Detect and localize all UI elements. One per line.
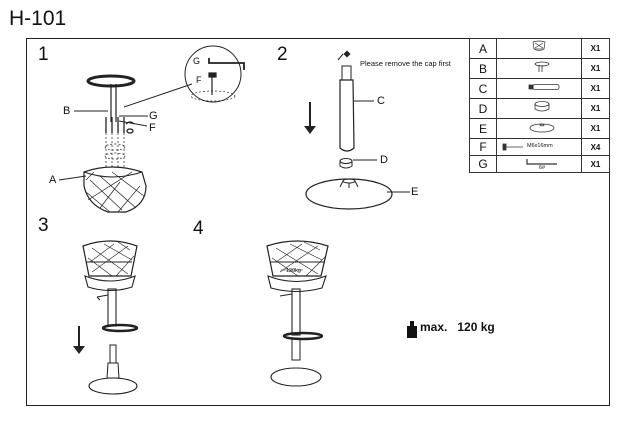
remove-cap-note: Please remove the cap first [360,59,451,68]
step1-label-G: G [149,110,158,122]
cover-ring-icon [496,98,582,119]
detail-label-G: G [193,56,201,66]
max-load-prefix: max. [420,320,448,334]
detail-label-F: F [196,75,202,85]
seat-icon [496,38,582,59]
parts-row: F M6x16mm X4 [469,138,610,156]
detail-allen-key [208,58,245,70]
weight-icon [407,321,417,338]
step-number-3: 3 [38,215,49,236]
step2-label-D: D [380,154,388,166]
allen-key-icon: 6# [496,155,582,173]
step-number-1: 1 [38,44,49,65]
step2-cover-ring [339,158,353,169]
parts-row: E X1 [469,118,610,139]
step1-footrest-ring [86,74,136,122]
part-letter: G [469,155,497,173]
footrest-icon [496,58,582,79]
part-qty: X1 [581,78,610,99]
part-letter: C [469,78,497,99]
max-load-value: 120 kg [457,320,495,334]
step1-label-A: A [49,174,57,186]
detail-bolt [208,72,217,95]
step-number-4: 4 [193,218,204,239]
part-qty: X1 [581,58,610,79]
step2-arrow-head [304,126,316,134]
parts-row: B X1 [469,58,610,79]
gas-lift-icon [496,78,582,99]
part-qty: X1 [581,155,610,173]
step1-label-F: F [149,122,156,134]
part-qty: X1 [581,98,610,119]
allen-key-spec: 6# [539,165,546,171]
step3-base-assembly [88,344,138,395]
part-letter: F [469,138,497,156]
step2-label-E: E [411,186,419,198]
instruction-frame [26,38,610,406]
step1-bolts [105,117,135,134]
bolt-icon: M6x16mm [496,138,582,156]
parts-row: A X1 [469,38,610,59]
step4-assembled-chair [266,240,329,387]
step3-chair-top [82,240,139,333]
step2-base-plate [305,178,393,210]
seat-load-label: 120kg [286,268,301,274]
part-letter: A [469,38,497,59]
base-plate-icon [496,118,582,139]
step2-label-C: C [377,95,385,107]
step3-arrow-head [73,346,85,354]
parts-row: C X1 [469,78,610,99]
part-letter: D [469,98,497,119]
parts-row: D X1 [469,98,610,119]
step2-gas-lift [339,65,355,152]
max-load: max. 120 kg [420,320,495,334]
step-number-2: 2 [277,44,288,65]
part-qty: X1 [581,118,610,139]
part-qty: X1 [581,38,610,59]
model-title: H-101 [9,7,67,30]
step2-cap-pointer [337,50,351,61]
step1-seat-upside-down [83,166,147,213]
bolt-spec: M6x16mm [527,143,553,149]
part-letter: E [469,118,497,139]
parts-table: A X1 B X1 C X1 D X1 E X1 F [469,38,610,173]
part-letter: B [469,58,497,79]
part-qty: X4 [581,138,610,156]
parts-row: G 6# X1 [469,155,610,173]
step1-label-B: B [63,105,71,117]
